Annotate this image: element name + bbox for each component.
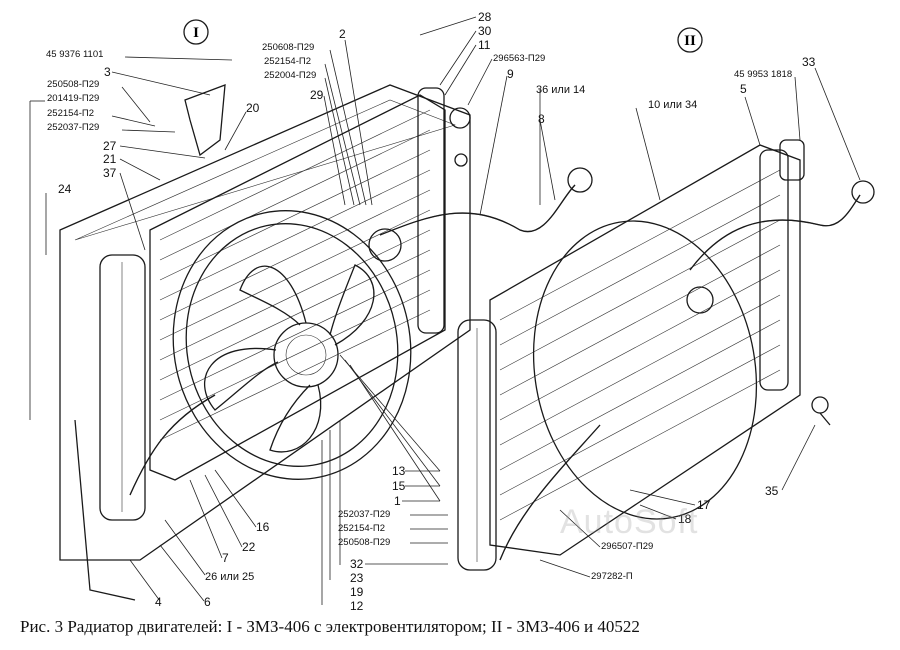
callout-36or14: 36 или 14 [536,84,585,96]
callout-201419: 201419-П29 [47,93,99,104]
callout-252037a: 252037-П29 [47,122,99,133]
core-fins-ii [499,169,781,521]
callout-252154b: 252154-П2 [264,56,311,67]
figure-caption: Рис. 3 Радиатор двигателей: I - ЗМЗ-406 … [20,617,640,636]
callout-32: 32 [350,557,364,571]
callout-22: 22 [242,540,256,554]
callout-30: 30 [478,24,492,38]
callout-8: 8 [538,112,545,126]
callout-15: 15 [392,479,406,493]
callout-18: 18 [678,512,692,526]
callout-17: 17 [697,498,711,512]
watermark: AutoSoft [560,503,699,541]
callout-296563: 296563-П29 [493,53,545,64]
callout-33: 33 [802,55,816,69]
callout-4: 4 [155,595,162,609]
callout-29: 29 [310,88,324,102]
view-marker-i: I [183,19,209,45]
callout-12: 12 [350,599,364,613]
callout-23: 23 [350,571,364,585]
callout-11: 11 [478,38,491,52]
callout-19: 19 [350,585,364,599]
callout-20: 20 [246,101,260,115]
view-marker-i-text: I [193,25,199,41]
callout-2: 2 [339,27,346,41]
callout-296507: 296507-П29 [601,541,653,552]
callouts: 45 9376 1101 3 250508-П29 201419-П29 252… [29,10,861,613]
callout-1: 1 [394,494,401,508]
assembly-ii-drawing [457,139,875,571]
callout-27: 27 [103,139,117,153]
callout-297282: 297282-П [591,571,633,582]
callout-37: 37 [103,166,117,180]
callout-7: 7 [222,551,229,565]
callout-459953: 45 9953 1818 [734,69,792,80]
callout-26or25: 26 или 25 [205,571,254,583]
callout-5: 5 [740,82,747,96]
callout-35: 35 [765,484,779,498]
assembly-i-drawing [59,84,593,601]
callout-252004: 252004-П29 [264,70,316,81]
callout-252037b: 252037-П29 [338,509,390,520]
view-marker-ii-text: II [684,33,696,49]
callout-13: 13 [392,464,406,478]
callout-28: 28 [478,10,492,24]
callout-250608: 250608-П29 [262,42,314,53]
callout-24: 24 [58,182,72,196]
callout-250508b: 250508-П29 [338,537,390,548]
view-marker-ii: II [677,27,703,53]
callout-6: 6 [204,595,211,609]
callout-252154c: 252154-П2 [338,523,385,534]
callout-10or34: 10 или 34 [648,99,697,111]
callout-3: 3 [104,65,111,79]
callout-252154a: 252154-П2 [47,108,94,119]
callout-250508a: 250508-П29 [47,79,99,90]
callout-9: 9 [507,67,514,81]
callout-459376: 45 9376 1101 [46,49,103,60]
callout-16: 16 [256,520,270,534]
callout-21: 21 [103,152,117,166]
